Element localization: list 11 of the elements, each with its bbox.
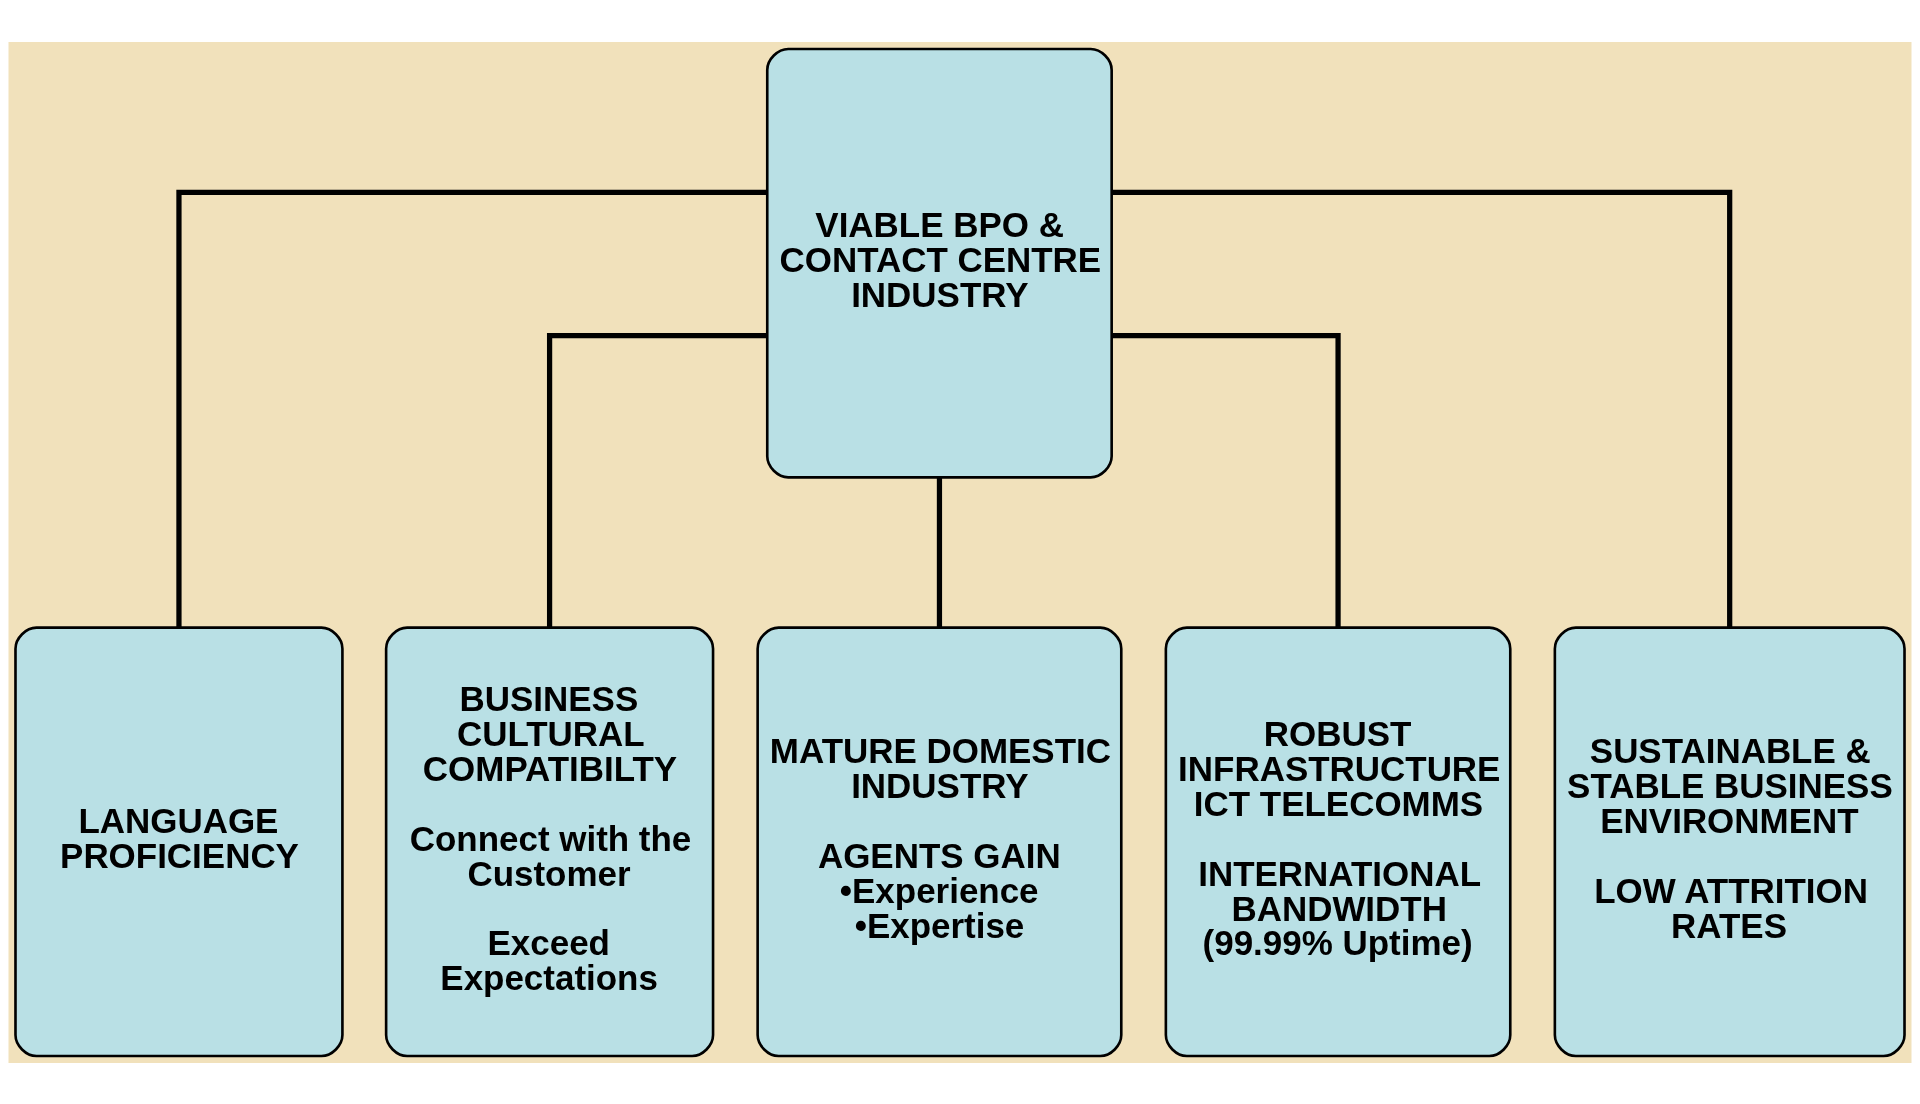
connector <box>1111 189 1733 627</box>
node-box: BUSINESS CULTURAL COMPATIBILTY Connect with the Customer Exceed Expectations <box>384 625 715 1057</box>
connector <box>1112 332 1341 627</box>
connector <box>936 477 943 628</box>
connector <box>546 332 767 627</box>
node-box: VIABLE BPO & CONTACT CENTRE INDUSTRY <box>765 47 1113 479</box>
node-box: ROBUST INFRASTRUCTURE ICT TELECOMMS INTERNATIONAL BANDWIDTH (99.99% Uptime) <box>1164 625 1512 1057</box>
node-box: MATURE DOMESTIC INDUSTRY AGENTS GAIN •Experience •Expertise <box>756 625 1123 1057</box>
node-box: LANGUAGE PROFICIENCY <box>14 625 344 1057</box>
node-box: SUSTAINABLE & STABLE BUSINESS ENVIRONMENT LOW ATTRITION RATES <box>1553 625 1906 1057</box>
connector <box>176 189 767 627</box>
